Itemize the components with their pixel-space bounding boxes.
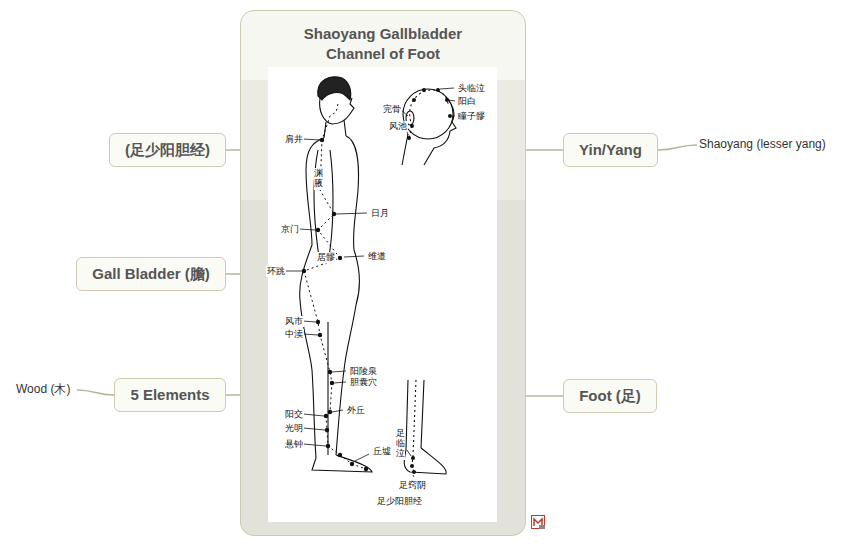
acupoint-label: 光明 xyxy=(284,423,304,434)
topic-text: (足少阳胆经) xyxy=(110,134,225,165)
topic-box: Yin/Yang xyxy=(563,133,658,167)
acupoint-label: 肩井 xyxy=(284,134,304,145)
acupoint-label: 阳交 xyxy=(284,409,304,420)
acupoint-label: 瞳子髎 xyxy=(457,111,486,122)
acupoint-label: 完骨 xyxy=(382,104,402,115)
acupoint-label: 足窍阴 xyxy=(398,480,427,491)
branch-connector xyxy=(526,149,563,151)
topic-box: Foot (足) xyxy=(563,379,657,413)
acupoint-label: 丘墟 xyxy=(372,446,392,457)
leader-lines xyxy=(286,88,455,477)
topic-box: Gall Bladder (膽) xyxy=(76,257,226,291)
topic-text: Foot (足) xyxy=(564,380,656,411)
acupoint-label: 京门 xyxy=(280,224,300,235)
acupoint-label: 环跳 xyxy=(266,266,286,277)
acupoint-label: 中渎 xyxy=(284,329,304,340)
branch-connector xyxy=(658,145,697,150)
acupoint-label: 风池 xyxy=(388,121,408,132)
topic-box: (足少阳胆经) xyxy=(109,133,226,167)
acupoint-label: 胆囊穴 xyxy=(349,377,378,388)
topic-text: 5 Elements xyxy=(115,379,225,410)
topic-text: Gall Bladder (膽) xyxy=(77,258,225,289)
branch-connector xyxy=(226,149,240,151)
branch-connector xyxy=(226,394,240,396)
subtopic: Wood (木) xyxy=(14,382,77,399)
acupoint-label: 阳白 xyxy=(457,96,477,107)
panel-ground xyxy=(240,10,526,536)
acupoint-label: 头临泣 xyxy=(457,83,486,94)
acupoint-label: 足少阳胆经 xyxy=(376,496,423,507)
acupoint-label: 阳陵泉 xyxy=(349,366,378,377)
acupoint-label: 足临泣 xyxy=(396,428,405,460)
acupoint-label: 居髎 xyxy=(316,252,336,263)
branch-connector xyxy=(226,273,240,275)
acupoint-label: 风市 xyxy=(284,316,304,327)
topic-box: 5 Elements xyxy=(114,378,226,412)
branch-connector xyxy=(526,395,563,397)
attachment-icon xyxy=(532,516,546,530)
head-detail xyxy=(402,88,456,165)
topic-text: Yin/Yang xyxy=(564,134,657,165)
acupoint-label: 维道 xyxy=(367,251,387,262)
acupoint-label: 渊腋 xyxy=(314,168,323,190)
subtopic: Shaoyang (lesser yang) xyxy=(697,137,832,154)
panel-title: Shaoyang Gallbladder Channel of Foot xyxy=(283,24,483,64)
topic-text: Wood (木) xyxy=(14,382,77,397)
acupoint-label: 日月 xyxy=(370,208,390,219)
channel-line xyxy=(302,104,368,471)
acupoint-label: 悬钟 xyxy=(284,439,304,450)
acupoint-label: 外丘 xyxy=(346,405,366,416)
body-figure xyxy=(300,77,372,472)
figure-ground xyxy=(268,67,497,522)
foot-detail xyxy=(404,380,446,474)
topic-text: Shaoyang (lesser yang) xyxy=(697,137,832,152)
branch-connector xyxy=(77,390,114,395)
